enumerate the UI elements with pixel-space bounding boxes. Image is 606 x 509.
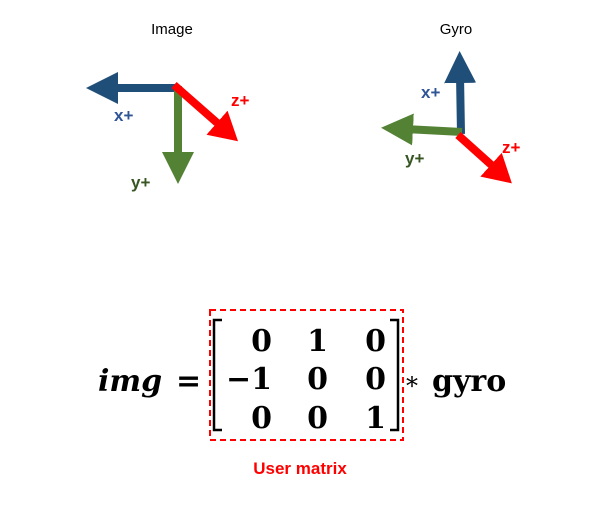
matrix-cell: 0 bbox=[365, 324, 386, 359]
equation-lhs: img bbox=[98, 364, 162, 399]
matrix-right-bracket bbox=[390, 318, 400, 432]
matrix-cell: −1 bbox=[226, 362, 272, 397]
equation-rhs: gyro bbox=[432, 364, 506, 399]
image-x-label: x+ bbox=[114, 106, 133, 125]
matrix-cell: 0 bbox=[307, 362, 328, 397]
image-z-label: z+ bbox=[231, 91, 250, 110]
gyro-z-axis-arrow bbox=[455, 132, 512, 184]
gyro-x-axis-arrow bbox=[444, 51, 477, 135]
gyro-y-label: y+ bbox=[405, 149, 424, 168]
matrix-cell: 0 bbox=[251, 401, 272, 436]
matrix-left-bracket bbox=[212, 318, 222, 432]
matrix-cell: 0 bbox=[251, 324, 272, 359]
equation-operator: * bbox=[406, 372, 418, 400]
gyro-x-label: x+ bbox=[421, 83, 440, 102]
matrix-cell: 0 bbox=[365, 362, 386, 397]
image-y-label: y+ bbox=[131, 173, 150, 192]
user-matrix-highlight-box bbox=[209, 309, 404, 441]
gyro-frame: Gyro x+ y+ z+ bbox=[381, 21, 521, 184]
gyro-frame-title: Gyro bbox=[440, 21, 473, 38]
equation: img = 0 1 0 −1 0 0 0 0 1 * gyro User mat… bbox=[98, 309, 506, 478]
matrix-cell: 1 bbox=[307, 324, 328, 359]
matrix-entries: 0 1 0 −1 0 0 0 0 1 bbox=[226, 324, 386, 436]
user-matrix-caption: User matrix bbox=[253, 459, 347, 478]
matrix-cell: 0 bbox=[307, 401, 328, 436]
gyro-z-label: z+ bbox=[502, 138, 521, 157]
equation-equals: = bbox=[176, 364, 201, 399]
matrix-cell: 1 bbox=[365, 401, 386, 436]
image-z-axis-arrow bbox=[171, 81, 239, 142]
image-frame-title: Image bbox=[151, 21, 193, 38]
image-frame: Image x+ y+ z+ bbox=[86, 21, 250, 192]
gyro-y-axis-arrow bbox=[381, 113, 463, 146]
